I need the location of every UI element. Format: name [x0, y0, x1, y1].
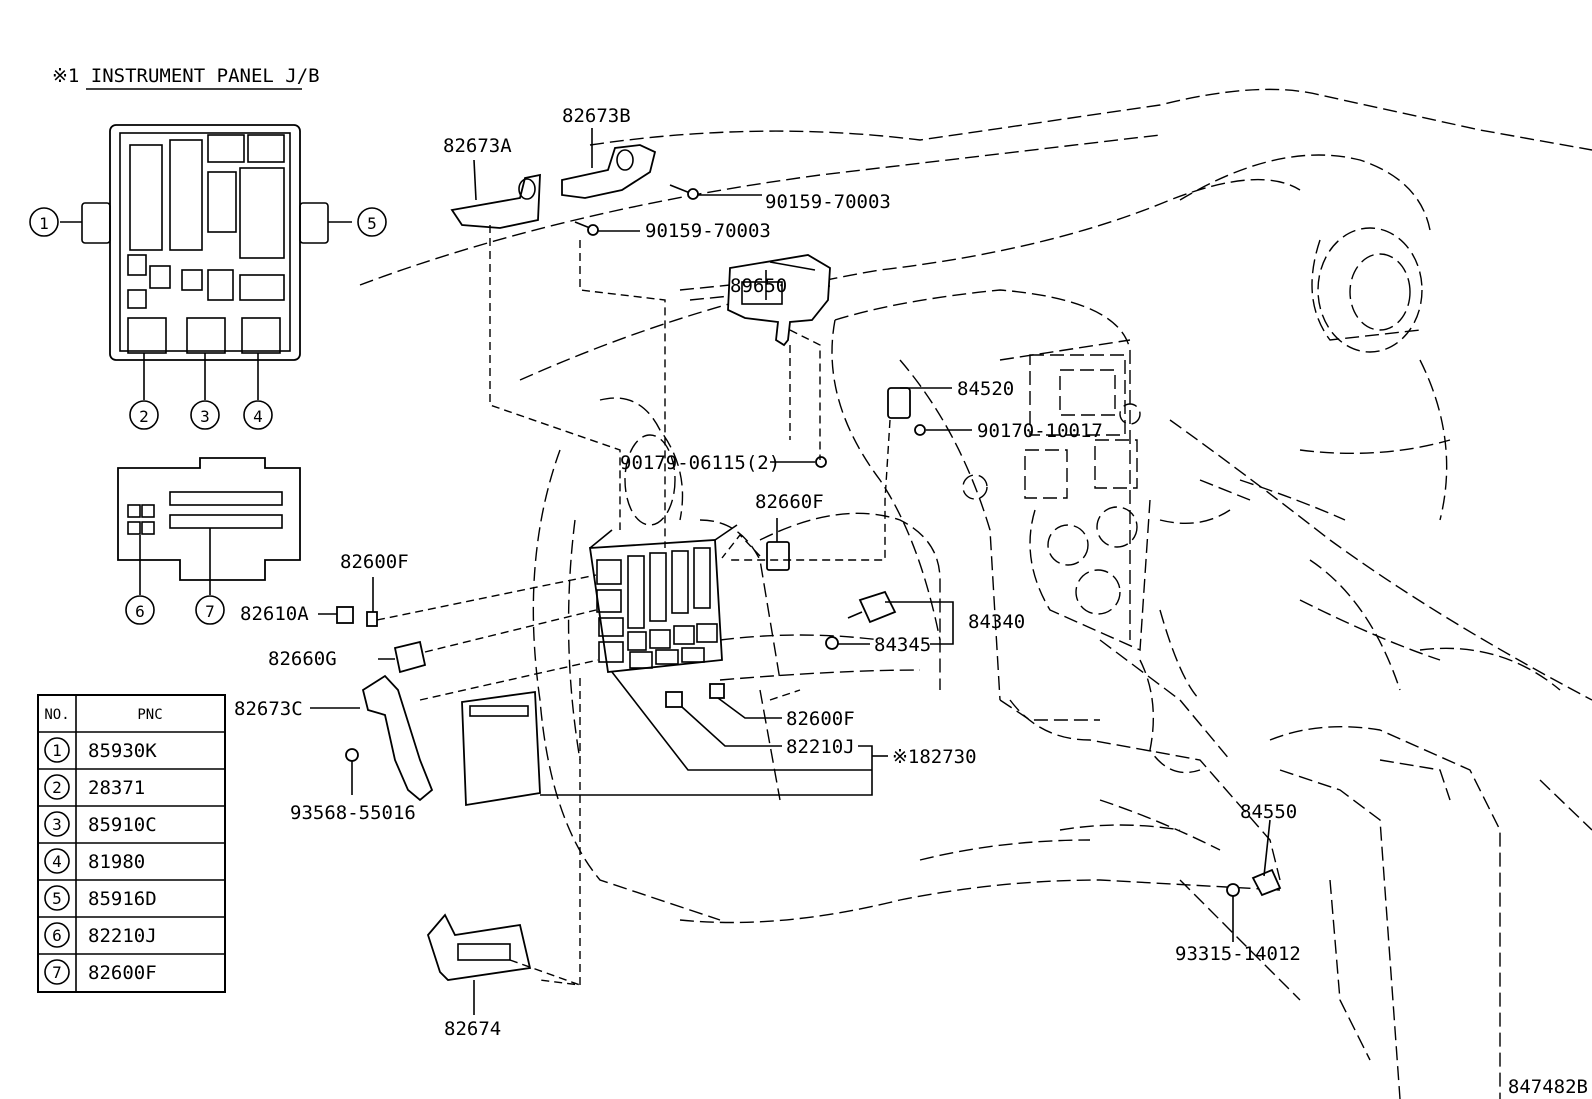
label-84340: 84340 — [968, 611, 1025, 633]
label-82673C: 82673C — [234, 698, 303, 720]
table-row: 4 81980 — [44, 848, 145, 874]
part-82210J — [665, 691, 683, 708]
callout-7: 7 — [195, 595, 225, 625]
svg-text:85910C: 85910C — [88, 814, 157, 836]
bracket-82673A — [450, 173, 541, 229]
callout-4: 4 — [243, 400, 273, 430]
svg-text:82600F: 82600F — [88, 962, 157, 984]
junction-block-inset-bottom — [117, 457, 301, 595]
svg-text:6: 6 — [52, 926, 62, 945]
svg-text:2: 2 — [139, 407, 149, 426]
label-82673A: 82673A — [443, 135, 512, 157]
bracket-82673B — [561, 144, 657, 199]
label-82610A: 82610A — [240, 603, 309, 625]
callout-1: 1 — [29, 207, 59, 237]
relay-block-82730 — [588, 524, 738, 673]
label-82660F: 82660F — [755, 491, 824, 513]
svg-text:5: 5 — [52, 889, 62, 908]
label-93568-55016: 93568-55016 — [290, 802, 416, 824]
svg-text:3: 3 — [52, 815, 62, 834]
svg-text:1: 1 — [52, 741, 62, 760]
screw-90159-2 — [574, 221, 599, 236]
label-90159-70003-b: 90159-70003 — [645, 220, 771, 242]
label-82210J: 82210J — [786, 736, 855, 758]
svg-text:7: 7 — [205, 602, 215, 621]
part-82610A — [336, 606, 378, 627]
callout-5: 5 — [357, 207, 387, 237]
svg-text:81980: 81980 — [88, 851, 145, 873]
label-82600F-top: 82600F — [340, 551, 409, 573]
svg-text:4: 4 — [253, 407, 263, 426]
relay-82660F — [766, 541, 790, 571]
label-84345: 84345 — [874, 634, 931, 656]
table-header-pnc: PNC — [137, 707, 162, 723]
dashboard-outline — [359, 88, 1592, 1099]
callout-3: 3 — [190, 400, 220, 430]
sensor-84550 — [1226, 868, 1282, 942]
callout-6: 6 — [125, 595, 155, 625]
svg-text:5: 5 — [367, 214, 377, 233]
switch-84340 — [825, 590, 897, 650]
svg-text:85930K: 85930K — [88, 740, 157, 762]
table-row: 1 85930K — [44, 737, 157, 763]
label-84550: 84550 — [1240, 801, 1297, 823]
table-row: 6 82210J — [44, 922, 157, 948]
svg-text:1: 1 — [39, 214, 49, 233]
callout-2: 2 — [129, 400, 159, 430]
table-row: 3 85910C — [44, 811, 157, 837]
svg-text:3: 3 — [200, 407, 210, 426]
table-row: 5 85916D — [44, 885, 157, 911]
label-93315-14012: 93315-14012 — [1175, 943, 1301, 965]
svg-text:28371: 28371 — [88, 777, 145, 799]
label-84520: 84520 — [957, 378, 1014, 400]
label-90159-70003-a: 90159-70003 — [765, 191, 891, 213]
diagram-id: 847482B — [1508, 1076, 1588, 1098]
diagram-title: ※1 INSTRUMENT PANEL J/B — [52, 65, 320, 87]
ecu-module — [461, 690, 541, 807]
table-header-no: NO. — [44, 707, 69, 723]
label-82674: 82674 — [444, 1018, 501, 1040]
svg-text:4: 4 — [52, 852, 62, 871]
label-82673B: 82673B — [562, 105, 631, 127]
part-82600F-small — [709, 683, 725, 699]
module-89650 — [727, 254, 831, 468]
bracket-82674 — [426, 913, 532, 981]
part-82660G — [393, 640, 427, 674]
table-row: 2 28371 — [44, 774, 145, 800]
switch-84520 — [887, 387, 926, 436]
label-90179-06115: 90179-06115(2) — [620, 452, 780, 474]
table-row: 7 82600F — [44, 959, 157, 985]
screw-90159-1 — [669, 184, 699, 200]
parts-table: NO. PNC 1 85930K 2 28371 3 85910C 4 8198… — [37, 694, 226, 993]
bracket-82673C — [345, 674, 434, 802]
label-82600F-mid: 82600F — [786, 708, 855, 730]
svg-text:85916D: 85916D — [88, 888, 157, 910]
label-89650: 89650 — [730, 275, 787, 297]
svg-text:2: 2 — [52, 778, 62, 797]
label-90170-10017: 90170-10017 — [977, 420, 1103, 442]
svg-text:7: 7 — [52, 963, 62, 982]
leader-lines — [310, 128, 1271, 1015]
label-82730: ※182730 — [892, 746, 977, 768]
svg-text:6: 6 — [135, 602, 145, 621]
label-82660G: 82660G — [268, 648, 337, 670]
junction-block-inset-top — [60, 124, 352, 400]
svg-text:82210J: 82210J — [88, 925, 157, 947]
